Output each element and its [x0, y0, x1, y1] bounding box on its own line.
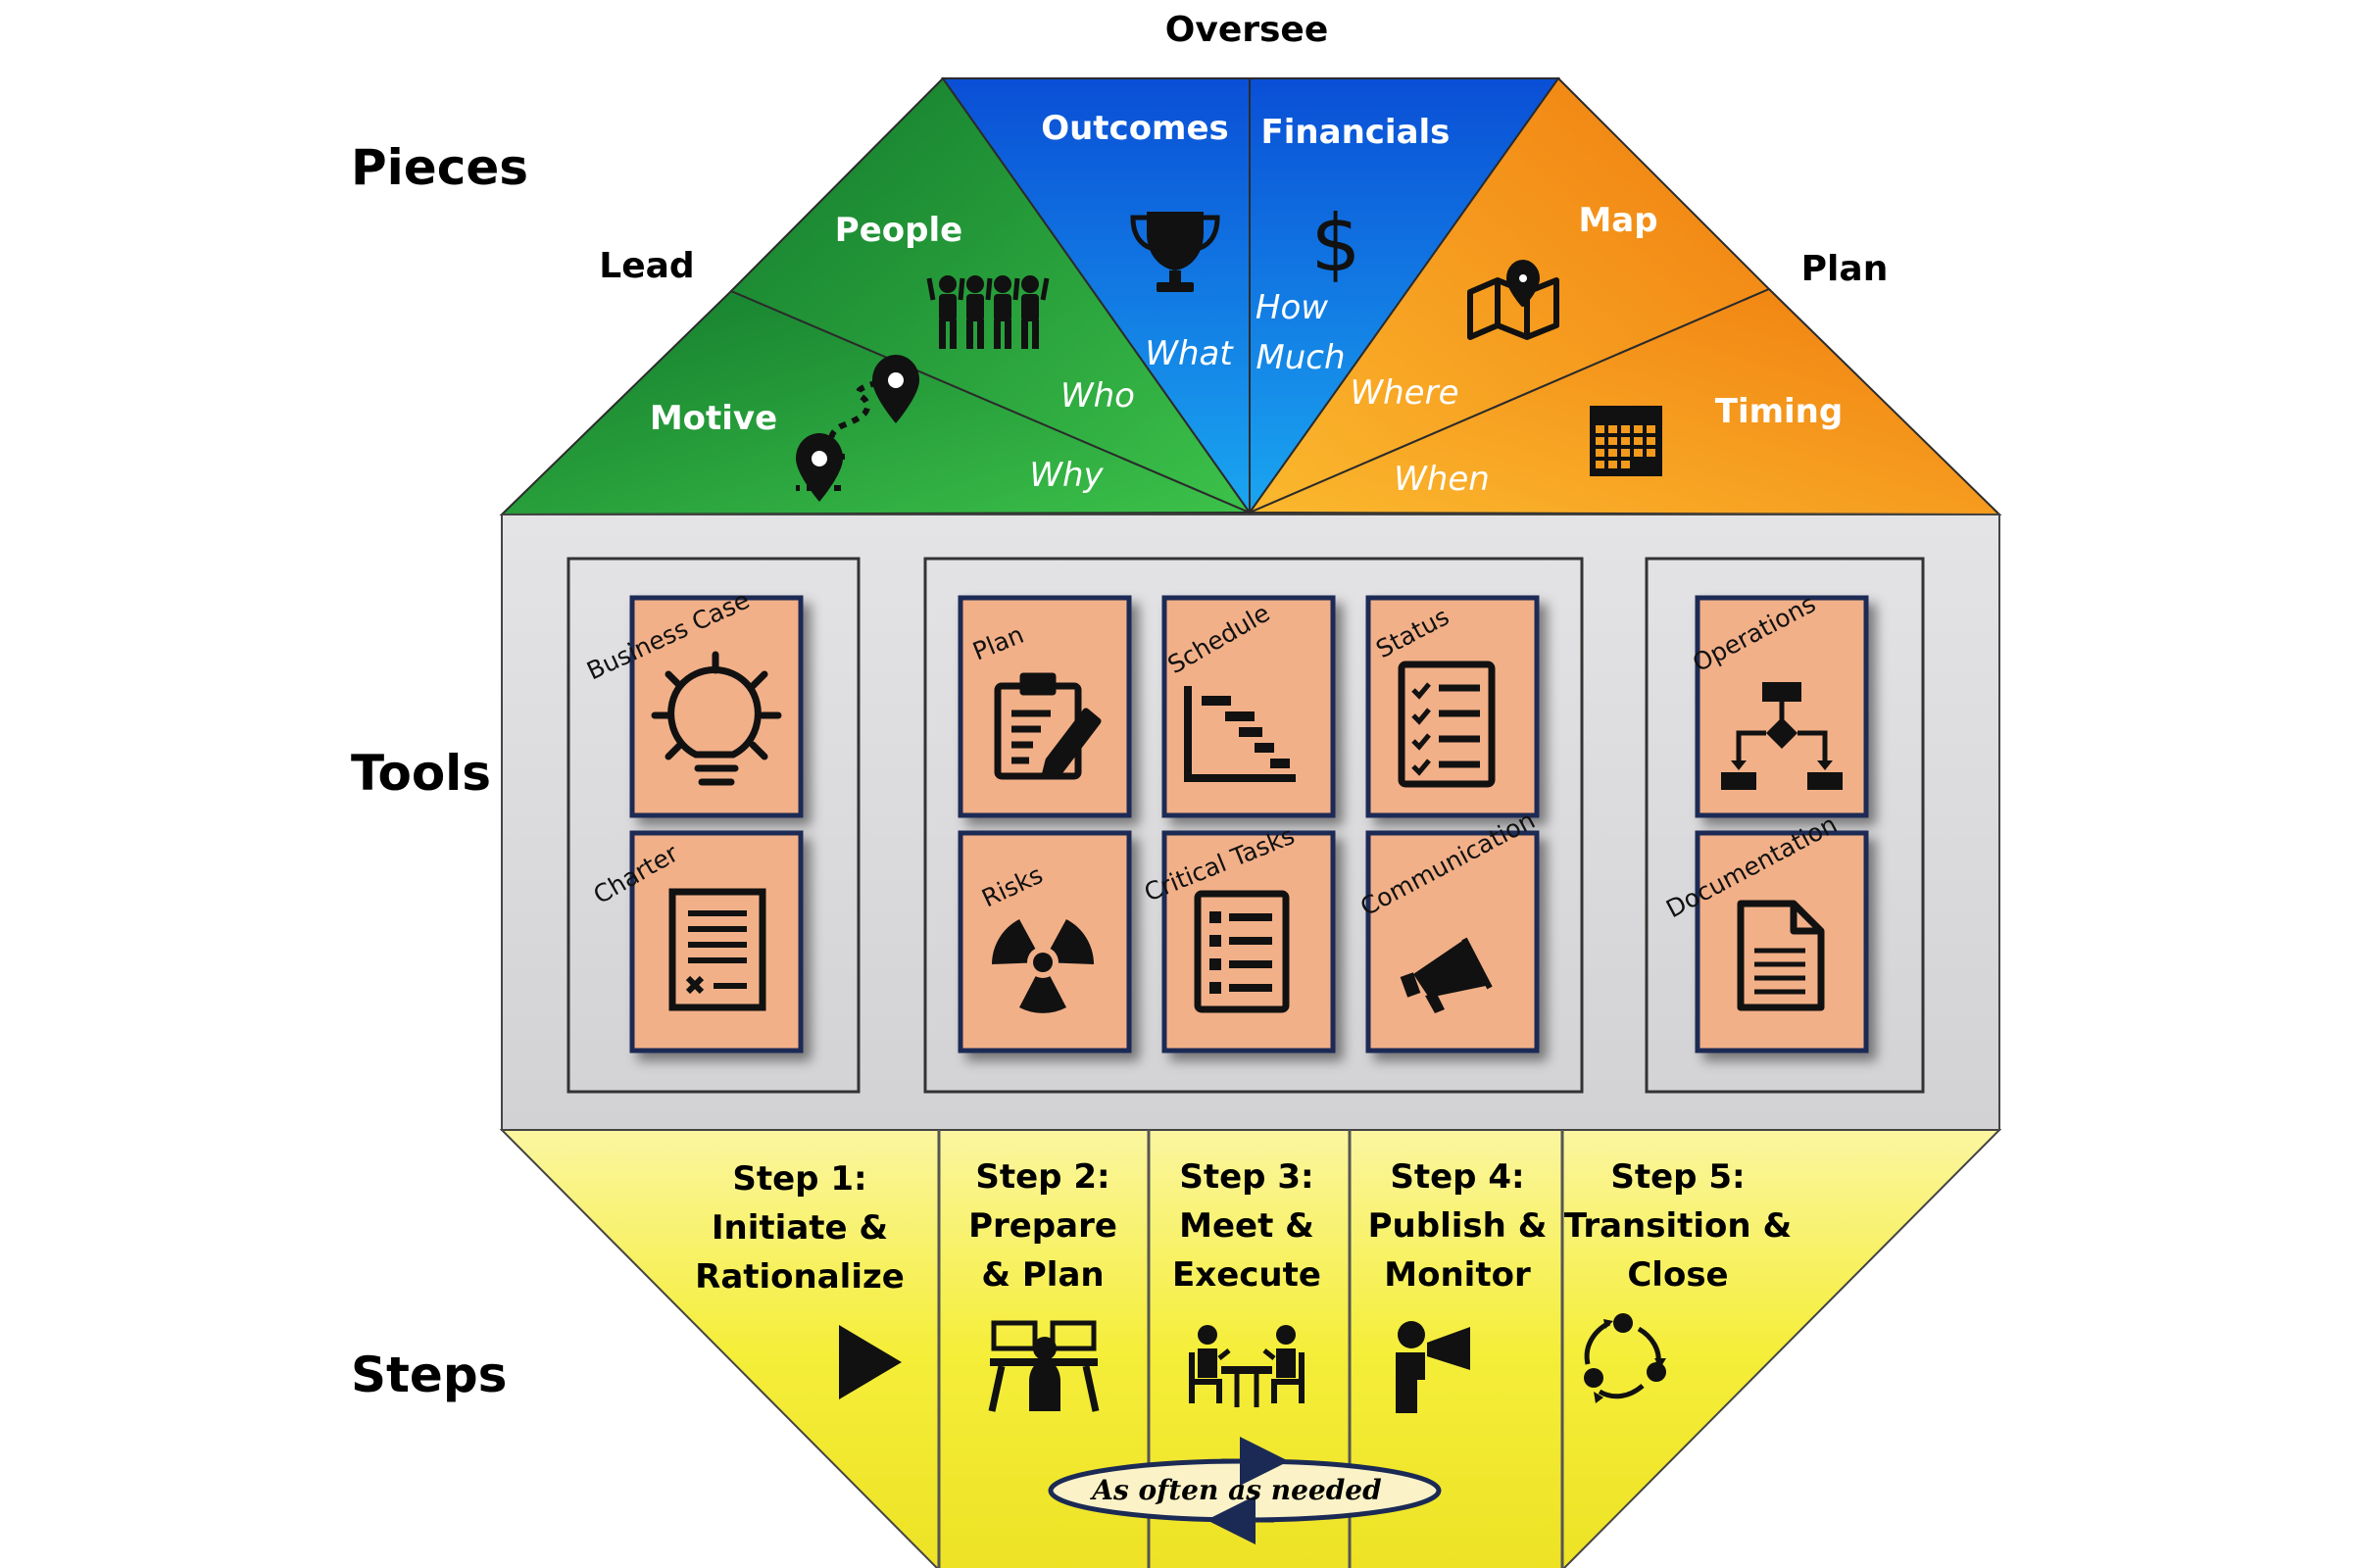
piece-name-financials: Financials — [1261, 113, 1451, 152]
megaphone-icon — [1400, 937, 1493, 1013]
step-2[interactable]: Step 2: Prepare & Plan — [968, 1157, 1117, 1295]
tool-card-communication[interactable] — [1365, 830, 1540, 1054]
step-4-line-3: Monitor — [1384, 1255, 1531, 1295]
piece-name-outcomes: Outcomes — [1041, 109, 1229, 148]
lightbulb-icon — [651, 651, 782, 786]
pieces-section: Motive People Outcomes Financials Map Ti… — [499, 76, 2002, 516]
step-1-line-2: Initiate & — [712, 1208, 888, 1248]
announcer-icon — [1396, 1321, 1470, 1413]
gantt-chart-icon — [1184, 686, 1296, 782]
label-oversee: Oversee — [1165, 10, 1329, 50]
step-4-line-1: Step 4: — [1390, 1157, 1524, 1197]
step-3-line-2: Meet & — [1179, 1206, 1314, 1246]
calendar-icon — [1590, 406, 1662, 476]
workstations-icon — [988, 1320, 1100, 1412]
step-2-line-2: Prepare — [968, 1206, 1117, 1246]
step-3-line-1: Step 3: — [1179, 1157, 1313, 1197]
step-1-line-1: Step 1: — [732, 1159, 866, 1199]
step-4[interactable]: Step 4: Publish & Monitor — [1368, 1157, 1548, 1295]
piece-name-motive: Motive — [650, 399, 777, 438]
flowchart-icon — [1721, 682, 1843, 790]
tools-group-execute — [923, 557, 1584, 1094]
tool-card-status[interactable] — [1365, 595, 1540, 818]
section-label-tools: Tools — [351, 745, 491, 802]
radiation-icon — [992, 919, 1094, 1013]
piece-name-timing: Timing — [1715, 392, 1843, 431]
step-4-line-2: Publish & — [1368, 1206, 1548, 1246]
task-list-icon — [1194, 890, 1290, 1013]
loop-label: As often as needed — [1089, 1474, 1381, 1506]
tools-group-close — [1645, 557, 1925, 1094]
checklist-icon — [1398, 661, 1496, 788]
step-1[interactable]: Step 1: Initiate & Rationalize — [695, 1159, 905, 1297]
steps-panel — [499, 1129, 2002, 1568]
step-5-line-3: Close — [1627, 1255, 1728, 1295]
step-5[interactable]: Step 5: Transition & Close — [1564, 1157, 1792, 1295]
steps-section: Step 1: Initiate & Rationalize Step 2: P… — [499, 1129, 2002, 1568]
piece-name-people: People — [835, 211, 962, 250]
dollar-icon: $ — [1311, 198, 1361, 289]
piece-question-who: Who — [1060, 376, 1135, 416]
tools-group-initiate — [566, 557, 861, 1094]
section-label-pieces: Pieces — [351, 139, 528, 196]
play-icon — [839, 1325, 902, 1399]
step-2-line-3: & Plan — [981, 1255, 1104, 1295]
piece-question-much: Much — [1256, 338, 1345, 377]
label-plan: Plan — [1801, 249, 1889, 289]
charter-document-icon — [668, 888, 766, 1011]
piece-question-what: What — [1145, 334, 1234, 373]
piece-question-how: How — [1256, 288, 1328, 327]
tool-card-plan[interactable] — [958, 595, 1132, 818]
meeting-icon — [1189, 1325, 1305, 1407]
trophy-icon — [1130, 212, 1220, 292]
as-often-as-needed-loop: As often as needed — [1048, 1437, 1442, 1544]
step-5-line-1: Step 5: — [1610, 1157, 1745, 1197]
tools-section: Business Case Charter Plan Schedule Stat… — [501, 514, 2000, 1131]
document-icon — [1737, 900, 1825, 1011]
tool-card-risks[interactable] — [958, 830, 1132, 1054]
step-3[interactable]: Step 3: Meet & Execute — [1172, 1157, 1321, 1295]
section-label-steps: Steps — [351, 1347, 507, 1403]
step-3-line-3: Execute — [1172, 1255, 1321, 1295]
label-lead: Lead — [599, 246, 694, 286]
map-pin-icon — [1467, 260, 1559, 340]
people-group-icon — [926, 275, 1050, 349]
step-1-line-3: Rationalize — [695, 1257, 905, 1297]
tool-card-documentation[interactable] — [1695, 830, 1869, 1054]
clipboard-pencil-icon — [994, 672, 1102, 780]
piece-question-where: Where — [1351, 373, 1459, 413]
piece-question-why: Why — [1029, 456, 1104, 495]
piece-question-when: When — [1394, 460, 1490, 499]
route-pins-icon — [796, 355, 919, 502]
piece-name-map: Map — [1578, 201, 1657, 240]
step-2-line-1: Step 2: — [975, 1157, 1109, 1197]
step-5-line-2: Transition & — [1564, 1206, 1792, 1246]
cycle-icon — [1584, 1313, 1666, 1403]
